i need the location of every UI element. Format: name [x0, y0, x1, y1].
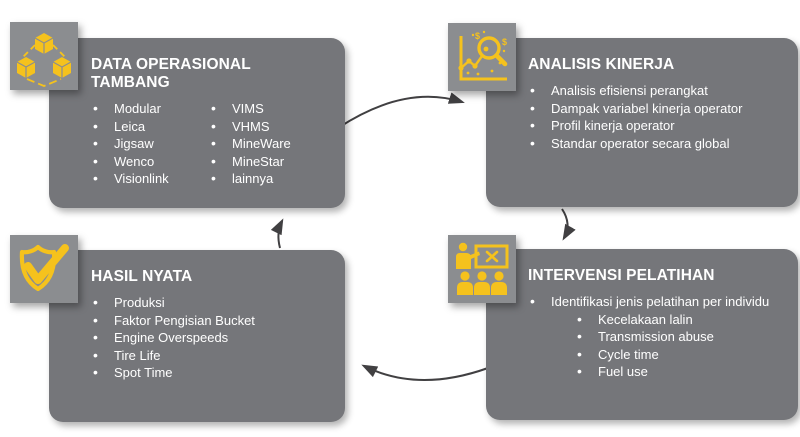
list-item: MineWare [209, 137, 291, 151]
list-item: Modular [91, 102, 209, 116]
list-item: Tire Life [91, 348, 331, 363]
sub-list: Kecelakaan lalin Transmission abuse Cycl… [575, 312, 784, 379]
svg-text:$: $ [502, 37, 507, 47]
network-cubes-icon [10, 22, 78, 90]
sub-list-item: Fuel use [575, 365, 784, 379]
list-column-2: VIMS VHMS MineWare MineStar lainnya [209, 102, 291, 190]
arrow-hasil-to-data [270, 218, 284, 249]
list-item: Standar operator secara global [528, 136, 784, 151]
list-item: Spot Time [91, 366, 331, 380]
list-item-label: Identifikasi jenis pelatihan per individ… [551, 294, 770, 309]
arrow-analisis-to-intervensi [561, 208, 576, 241]
box-title: DATA OPERASIONAL TAMBANG [91, 56, 251, 91]
list: Analisis efisiensi perangkat Dampak vari… [528, 84, 784, 150]
box-hasil-nyata: HASIL NYATA Produksi Faktor Pengisian Bu… [49, 250, 345, 422]
sub-list-item: Kecelakaan lalin [575, 312, 784, 327]
box-intervensi-pelatihan: INTERVENSI PELATIHAN Identifikasi jenis … [486, 249, 798, 420]
arrow-data-to-analisis [337, 92, 465, 129]
shield-check-icon [10, 235, 78, 303]
chart-magnifier-icon: $ $ [448, 23, 516, 91]
list-item: MineStar [209, 154, 291, 169]
list: Identifikasi jenis pelatihan per individ… [528, 295, 784, 379]
list-item: lainnya [209, 172, 291, 186]
list-item: VHMS [209, 119, 291, 134]
list: Produksi Faktor Pengisian Bucket Engine … [91, 296, 331, 380]
training-presentation-icon [448, 235, 516, 303]
two-column-list: Modular Leica Jigsaw Wenco Visionlink VI… [91, 102, 331, 190]
list-item: Engine Overspeeds [91, 331, 331, 345]
list-item: Profil kinerja operator [528, 119, 784, 133]
sub-list-item: Cycle time [575, 347, 784, 362]
list-item: Faktor Pengisian Bucket [91, 313, 331, 328]
list-item: Jigsaw [91, 137, 209, 151]
list-item: Identifikasi jenis pelatihan per individ… [528, 295, 784, 379]
sub-list-item: Transmission abuse [575, 330, 784, 344]
list-column-1: Modular Leica Jigsaw Wenco Visionlink [91, 102, 209, 190]
list-item: Wenco [91, 154, 209, 169]
svg-text:$: $ [475, 31, 480, 41]
box-analisis-kinerja: ANALISIS KINERJA Analisis efisiensi pera… [486, 38, 798, 207]
box-title: ANALISIS KINERJA [528, 56, 675, 73]
list-item: VIMS [209, 102, 291, 116]
list-item: Produksi [91, 296, 331, 310]
arrow-intervensi-to-hasil [361, 364, 489, 381]
box-title: HASIL NYATA [91, 268, 193, 285]
list-item: Visionlink [91, 172, 209, 186]
list-item: Leica [91, 119, 209, 134]
list-item: Analisis efisiensi perangkat [528, 84, 784, 98]
box-title: INTERVENSI PELATIHAN [528, 267, 715, 284]
box-data-operasional-tambang: DATA OPERASIONAL TAMBANG Modular Leica J… [49, 38, 345, 208]
list-item: Dampak variabel kinerja operator [528, 101, 784, 116]
